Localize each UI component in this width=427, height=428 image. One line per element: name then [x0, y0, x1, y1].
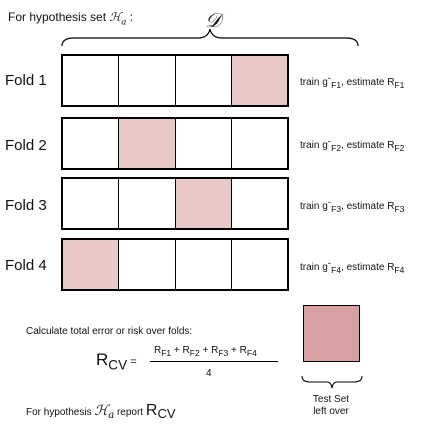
formula-lhs: RCV =	[96, 350, 137, 373]
fold-3-label: Fold 3	[5, 197, 47, 214]
fold-2-test-cell	[119, 119, 176, 168]
formula-numerator: RF1 + RF2 + RF3 + RF4	[154, 345, 257, 358]
header-text: For hypothesis set ℋa :	[8, 10, 134, 28]
fold-3-row	[61, 177, 289, 230]
test-set-brace	[301, 375, 363, 389]
dataset-brace	[61, 28, 359, 47]
report-text: For hypothesis ℋa report RCV	[26, 402, 176, 421]
fold-1-label: Fold 1	[5, 72, 47, 89]
fold-4-note: train gˉF4, estimate RF4	[300, 262, 405, 275]
fold-2-label: Fold 2	[5, 137, 47, 154]
fold-3-test-cell	[175, 179, 232, 228]
test-set-label: Test Set left over	[296, 394, 366, 418]
fold-1-cell-1	[63, 56, 120, 105]
fraction-line	[150, 361, 278, 362]
fold-4-test-cell	[63, 240, 120, 289]
fold-4-cell-4	[231, 240, 287, 289]
fold-1-cell-3	[175, 56, 232, 105]
fold-2-row	[61, 117, 289, 170]
dataset-label: 𝒟	[205, 8, 221, 32]
fold-4-cell-3	[175, 240, 232, 289]
fold-3-cell-2	[119, 179, 176, 228]
fold-2-note: train gˉF2, estimate RF2	[300, 140, 405, 153]
fold-1-test-cell	[231, 56, 287, 105]
test-set-line-2: left over	[313, 406, 349, 417]
fold-3-cell-4	[231, 179, 287, 228]
fold-4-cell-2	[119, 240, 176, 289]
fold-1-note: train gˉF1, estimate RF1	[300, 77, 405, 90]
formula-denominator: 4	[206, 368, 212, 379]
fold-1-row	[61, 54, 289, 107]
fold-2-cell-1	[63, 119, 120, 168]
fold-3-note: train gˉF3, estimate RF3	[300, 201, 405, 214]
fold-4-row	[61, 238, 289, 291]
fold-2-cell-4	[231, 119, 287, 168]
fold-1-cell-2	[119, 56, 176, 105]
fold-3-cell-1	[63, 179, 120, 228]
fold-4-label: Fold 4	[5, 257, 47, 274]
calc-text: Calculate total error or risk over folds…	[26, 326, 193, 337]
test-set-line-1: Test Set	[312, 394, 350, 405]
test-set-box	[303, 305, 360, 362]
fold-2-cell-3	[175, 119, 232, 168]
